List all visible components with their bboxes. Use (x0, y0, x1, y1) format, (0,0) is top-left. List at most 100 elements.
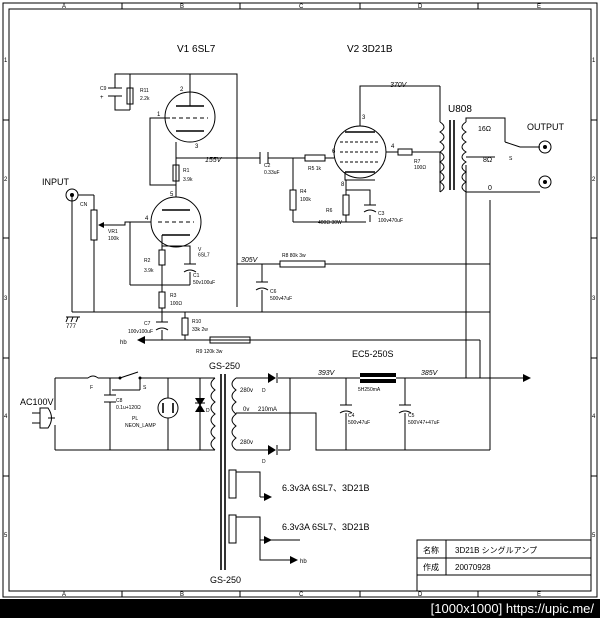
c9-plus: + (100, 95, 104, 101)
r3-label: R3 (170, 293, 177, 299)
title-date-value: 20070928 (455, 563, 491, 572)
title-date-label: 作成 (423, 562, 439, 572)
amp-wiring (71, 73, 491, 450)
power-switch (118, 371, 142, 380)
r6-label: R6 (326, 208, 333, 214)
bridge-diodes (195, 398, 205, 412)
power-transformer (210, 374, 237, 570)
c3-label: C3 (378, 211, 385, 217)
output-transformer (439, 86, 540, 193)
switch-label: S (143, 385, 147, 391)
r8-label: R8 80k 3w (282, 253, 306, 259)
c7-capacitor (155, 321, 169, 331)
c6-label: C6 (270, 289, 277, 295)
row-label-2: 2 (4, 177, 8, 183)
col-label-a-bottom: A (62, 592, 66, 598)
v1b-pin-4: 4 (145, 216, 149, 222)
c1-capacitor (183, 263, 197, 273)
c1-value: 50v100uF (193, 280, 215, 286)
row-label-5-right: 5 (592, 533, 596, 539)
row-label-4: 4 (4, 414, 8, 420)
v1-upper-triode (164, 91, 216, 143)
node-393v: 393V (318, 370, 336, 377)
tap-8ohm: 8Ω (483, 157, 492, 164)
r11-label: R11 (140, 88, 149, 94)
pl-label: PL (132, 416, 138, 422)
heater-winding-1: 6.3v3A 6SL7、3D21B (282, 483, 370, 493)
schematic-sheet: A B C D E A B C D E 1 2 3 4 5 1 2 3 4 5 … (2, 2, 598, 598)
output-jack-hot (538, 140, 552, 154)
c6-value: 500v47uF (270, 296, 292, 302)
v2-pentode (333, 125, 387, 181)
v2-pin-8: 8 (341, 182, 345, 188)
power-wiring (54, 374, 531, 564)
vr1-potentiometer (90, 209, 104, 241)
r3-value: 100Ω (170, 301, 182, 307)
fuse-label: F (90, 385, 93, 391)
r3-resistor (158, 291, 166, 309)
r2-label: R2 (144, 258, 151, 264)
r11-resistor (126, 87, 134, 105)
r10-resistor (181, 317, 189, 336)
hb-label-top: hb (120, 340, 127, 346)
r8-resistor (279, 260, 326, 268)
c4-label: C4 (348, 413, 355, 419)
c7-value: 100v100uF (128, 329, 153, 335)
c8-value: 0.1u+120Ω (116, 405, 141, 411)
c3-capacitor (363, 204, 377, 213)
r6-resistor (342, 194, 350, 216)
c1-label: C1 (193, 273, 200, 279)
r7-value: 100Ω (414, 165, 426, 171)
c4-capacitor (339, 404, 353, 414)
r1-value: 3.9k (183, 177, 193, 183)
sheet-border (2, 2, 598, 598)
row-label-4-right: 4 (592, 414, 596, 420)
diode-top-label: D (262, 388, 266, 394)
title-name-label: 名称 (423, 545, 439, 555)
r9-resistor (209, 336, 251, 344)
c2-value: 0.33uF (264, 170, 280, 176)
col-label-a: A (62, 4, 66, 10)
r11-value: 2.2k (140, 96, 150, 102)
col-label-d: D (418, 4, 423, 10)
v1-pin-2: 2 (180, 87, 184, 93)
diode-bottom-label: D (262, 459, 266, 465)
vr1-value: 100k (108, 236, 119, 242)
v2-title: V2 3D21B (347, 44, 393, 55)
choke-rating: 5H250mA (358, 387, 381, 393)
r4-value: 100k (300, 197, 311, 203)
col-label-b: B (180, 4, 184, 10)
node-385v: 385V (421, 370, 439, 377)
v2-pin-4: 4 (391, 144, 395, 150)
v1-title: V1 6SL7 (177, 44, 216, 55)
border-row-labels: 1 2 3 4 5 1 2 3 4 5 (4, 58, 596, 539)
r7-label: R7 (414, 159, 421, 165)
rectifier-diode-top (268, 373, 278, 383)
secondary-210ma: 210mA (258, 407, 277, 413)
r9-label: R9 120k 3w (196, 349, 223, 355)
col-label-c-bottom: C (299, 592, 304, 598)
ac-plug (32, 407, 55, 429)
input-jack (65, 188, 79, 202)
col-label-e: E (537, 4, 541, 10)
r7-resistor (397, 148, 413, 156)
col-label-d-bottom: D (418, 592, 423, 598)
rectifier-diode-bottom (268, 445, 278, 455)
row-label-3: 3 (4, 296, 8, 302)
heater-winding-2: 6.3v3A 6SL7、3D21B (282, 522, 370, 532)
c8-capacitor (104, 394, 116, 403)
col-label-c: C (299, 4, 304, 10)
v2-pin-6: 6 (332, 149, 336, 155)
c7-label: C7 (144, 321, 151, 327)
cn-label: CN (80, 202, 88, 208)
r2-resistor (158, 249, 166, 266)
row-label-1-right: 1 (592, 58, 596, 64)
v1-pin-1: 1 (157, 112, 161, 118)
v1-pin-3: 3 (195, 144, 199, 150)
c4-value: 500v47uF (348, 420, 370, 426)
bridge-diode-label: D (206, 408, 210, 414)
r6-value: 400Ω 30W (318, 220, 342, 226)
node-155v: 155V (205, 157, 223, 164)
footer-text: [1000x1000] https://upic.me/ (430, 601, 594, 616)
